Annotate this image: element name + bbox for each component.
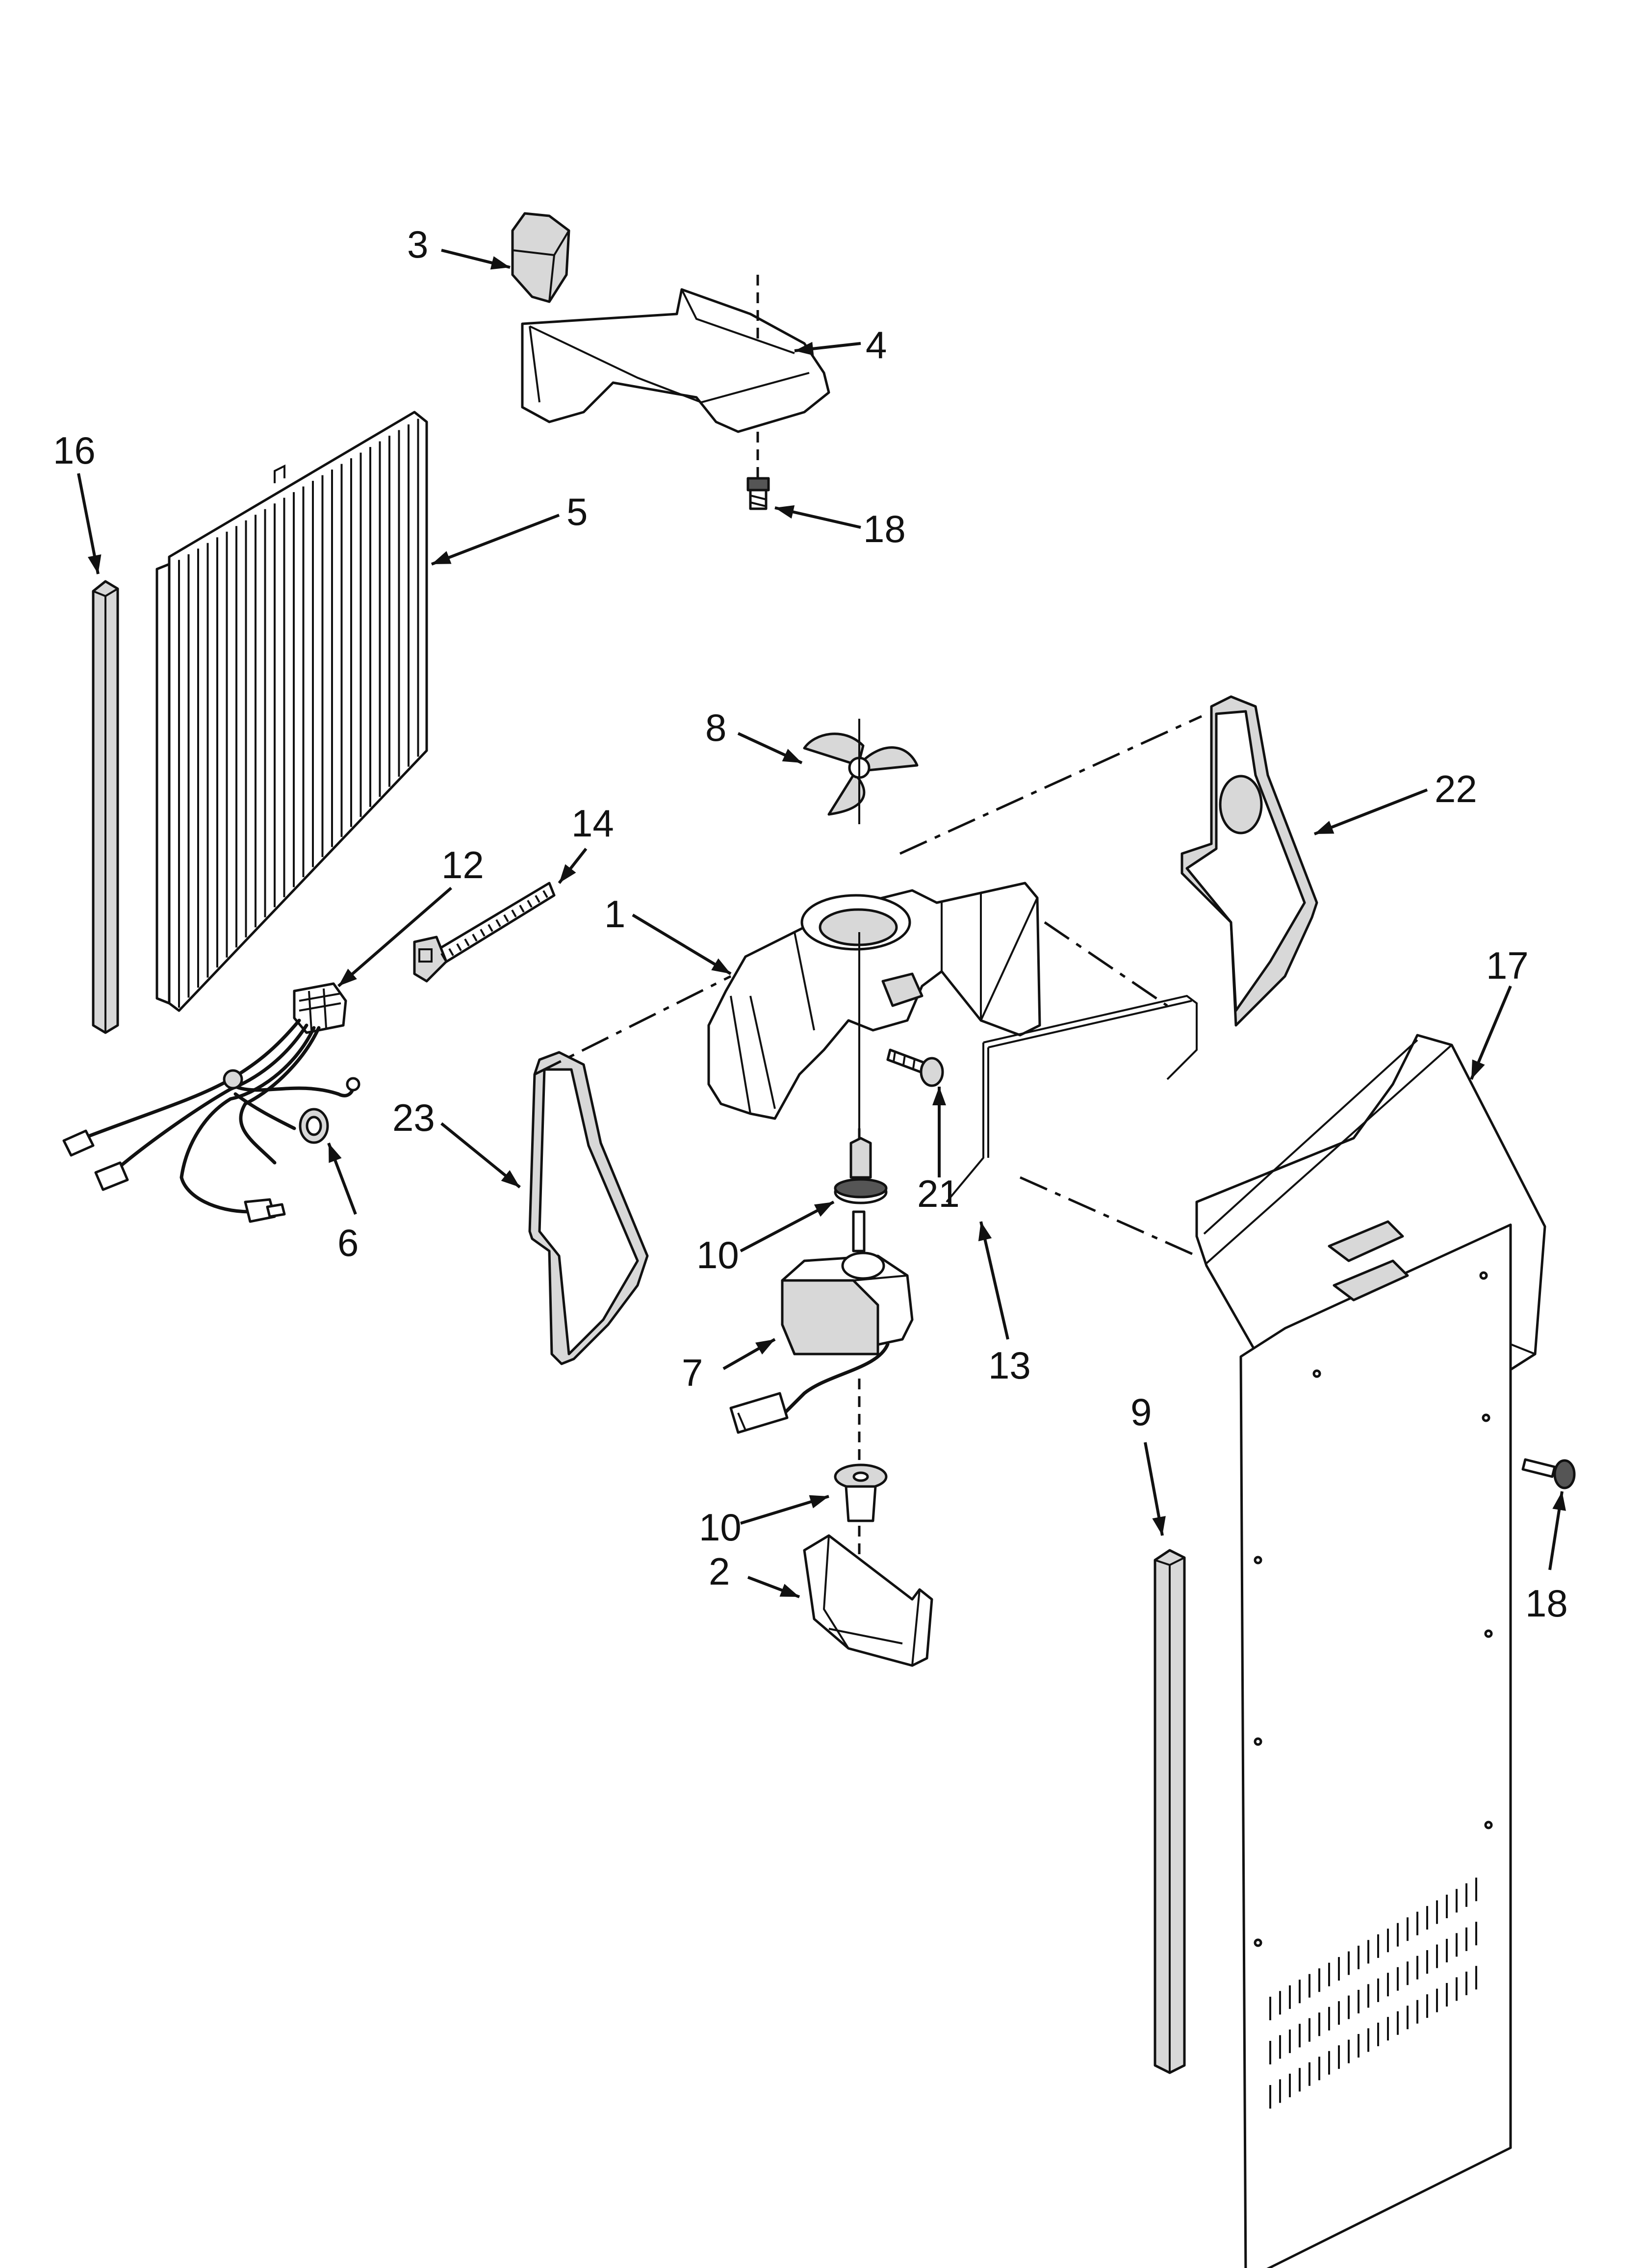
leader-arrowhead xyxy=(432,551,452,564)
callout-1: 1 xyxy=(604,892,625,936)
leader-line xyxy=(431,514,560,566)
part-10a-bushing xyxy=(834,1137,888,1204)
callout-3: 3 xyxy=(407,223,428,266)
leader-line xyxy=(632,913,732,975)
leader-arrowhead xyxy=(932,1087,946,1105)
part-14-cable-tie xyxy=(413,882,556,983)
part-3-clip xyxy=(511,212,570,303)
leader-arrowhead xyxy=(1552,1491,1566,1511)
callout-18-top: 18 xyxy=(863,507,906,550)
leader-arrowhead xyxy=(501,1170,520,1187)
part-23-duct-panel xyxy=(528,1051,649,1365)
leader-line xyxy=(979,1221,1009,1340)
leader-line xyxy=(1313,788,1428,835)
callout-21: 21 xyxy=(917,1172,960,1215)
callout-22: 22 xyxy=(1435,767,1477,810)
callout-2: 2 xyxy=(709,1550,730,1593)
leader-arrowhead xyxy=(809,1495,829,1509)
part-1-shroud xyxy=(707,882,1041,1120)
part-18a-screw xyxy=(746,477,770,510)
callout-13: 13 xyxy=(988,1344,1031,1387)
part-16-strip xyxy=(92,580,119,1034)
leader-arrowhead xyxy=(755,1339,775,1355)
leader-arrowhead xyxy=(814,1202,834,1217)
leader-arrowhead xyxy=(1152,1516,1166,1536)
part-18b-screw xyxy=(1521,1458,1576,1489)
leader-arrowhead xyxy=(329,1143,342,1163)
callout-18-right: 18 xyxy=(1525,1582,1568,1625)
part-21-screw xyxy=(886,1048,944,1087)
leader-line xyxy=(337,886,452,988)
callout-8: 8 xyxy=(705,706,726,749)
part-8-fan-blade xyxy=(803,732,919,816)
part-4-tray xyxy=(521,288,830,433)
callout-7: 7 xyxy=(682,1351,703,1394)
leader-arrowhead xyxy=(559,864,576,883)
callout-labels: 3 4 16 5 18 8 22 14 12 1 17 23 21 6 10 1… xyxy=(53,223,1568,1625)
leader-arrowhead xyxy=(1314,821,1334,834)
leader-arrowhead xyxy=(775,505,795,519)
part-22-duct-panel xyxy=(1180,695,1318,1027)
leader-arrowhead xyxy=(978,1222,992,1242)
part-10b-bushing xyxy=(834,1463,888,1522)
leader-arrowhead xyxy=(779,1584,799,1597)
callout-10-upper: 10 xyxy=(696,1233,739,1277)
callout-9: 9 xyxy=(1130,1390,1152,1434)
callout-6: 6 xyxy=(337,1221,359,1264)
leader-arrowhead xyxy=(782,749,802,763)
part-13-wire-bracket xyxy=(946,994,1198,1203)
callout-16: 16 xyxy=(53,429,96,472)
leader-arrowhead xyxy=(711,958,731,974)
part-5-panel xyxy=(155,411,428,1012)
callout-leaders xyxy=(77,249,1566,1598)
callout-5: 5 xyxy=(566,490,588,533)
leader-arrowhead xyxy=(338,968,357,986)
leader-arrowhead xyxy=(490,256,510,270)
leader-arrowhead xyxy=(795,341,814,356)
part-12-wire-harness xyxy=(62,982,360,1223)
part-17-rear-panel xyxy=(1195,1034,1546,2268)
part-6-grommet xyxy=(299,1108,329,1144)
part-2-motor-bracket xyxy=(803,1534,933,1667)
part-7-fan-motor xyxy=(729,1210,914,1434)
callout-10-lower: 10 xyxy=(699,1506,742,1549)
callout-4: 4 xyxy=(866,323,887,366)
leader-arrowhead xyxy=(1471,1059,1485,1079)
alignment-lines xyxy=(534,715,1203,1257)
callout-12: 12 xyxy=(441,843,484,886)
leader-arrowhead xyxy=(87,554,102,574)
callout-14: 14 xyxy=(571,802,614,845)
callout-23: 23 xyxy=(392,1096,435,1139)
part-9-strip xyxy=(1154,1549,1186,2074)
callout-17: 17 xyxy=(1486,944,1529,987)
